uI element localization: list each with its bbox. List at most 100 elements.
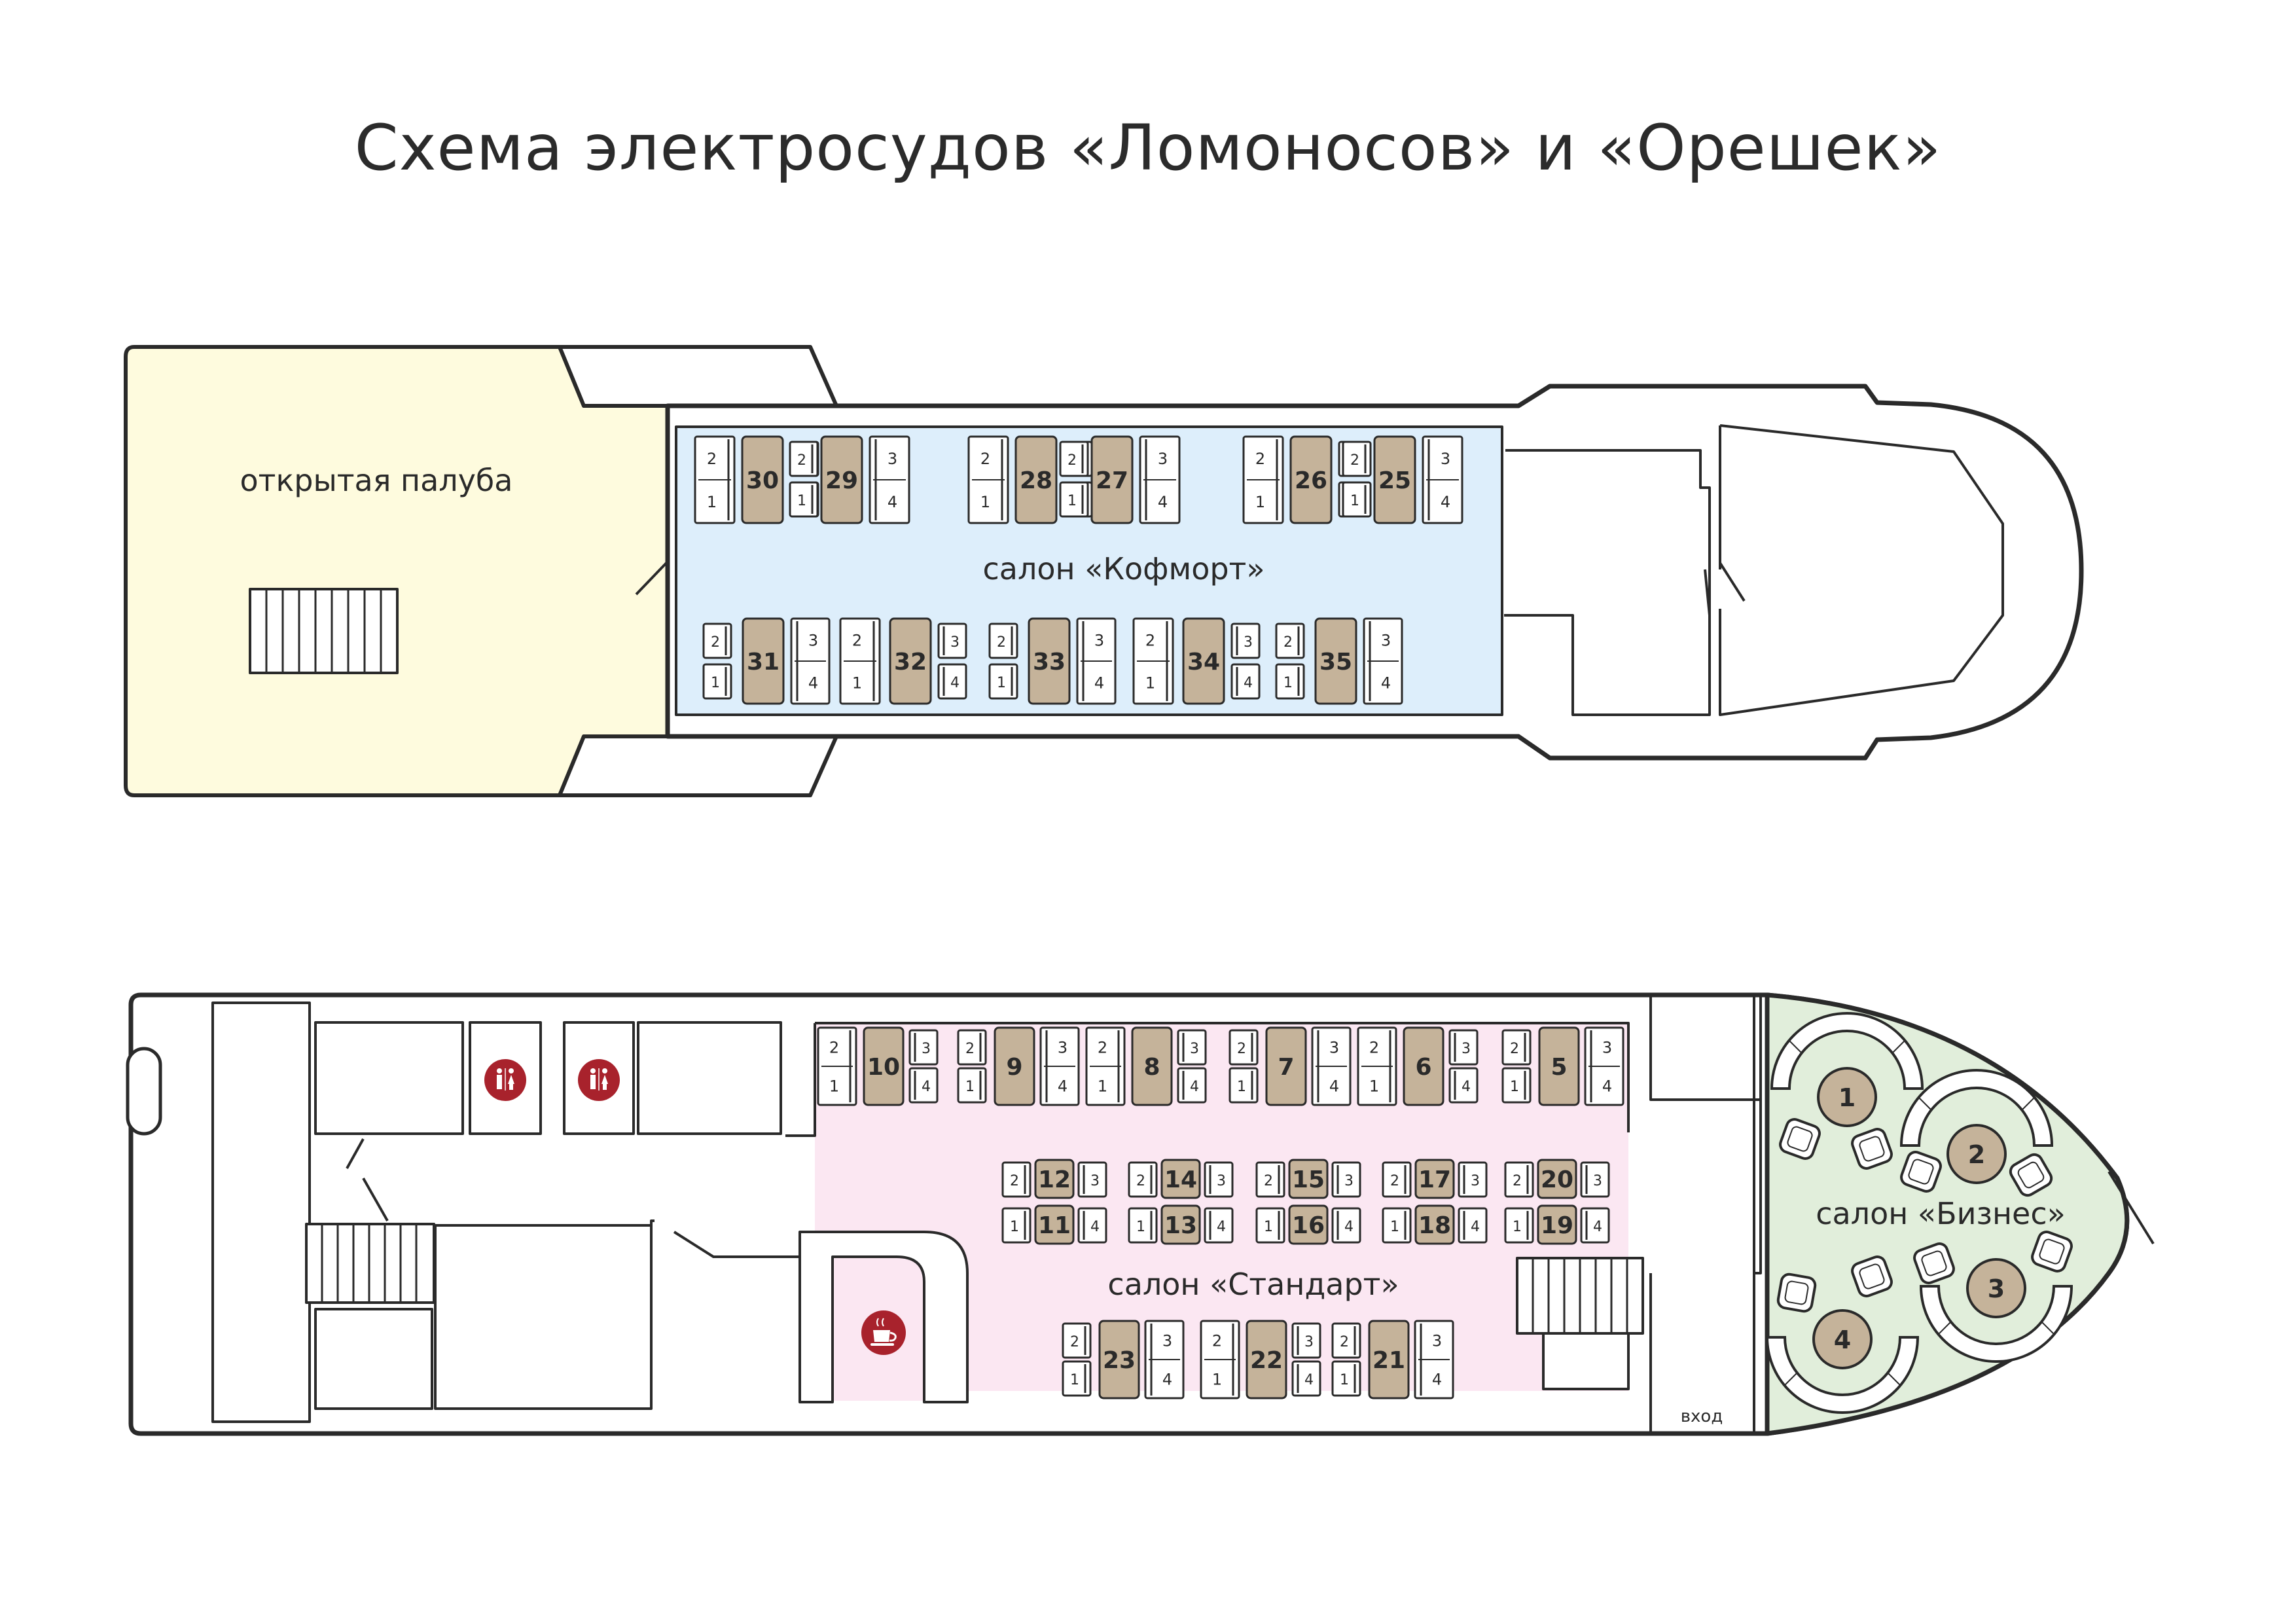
seat-pair[interactable]: 21 [1357, 1026, 1397, 1106]
seat[interactable]: 2 [1342, 441, 1372, 477]
seat[interactable]: 1 [988, 663, 1018, 700]
seat[interactable]: 3 [1580, 1161, 1610, 1198]
seat[interactable]: 2 [702, 623, 732, 659]
seat-pair[interactable]: 21 [694, 435, 736, 524]
seat-pair[interactable]: 21 [1200, 1320, 1240, 1399]
table[interactable]: 32 [889, 617, 932, 705]
table[interactable]: 21 [1368, 1320, 1410, 1399]
seat[interactable]: 2 [1504, 1161, 1534, 1198]
seat-pair[interactable]: 34 [1311, 1026, 1352, 1106]
seat[interactable]: 2 [1255, 1161, 1285, 1198]
seat[interactable]: 1 [1128, 1207, 1158, 1244]
table[interactable]: 10 [863, 1026, 905, 1106]
armchair[interactable] [2007, 1151, 2054, 1198]
table[interactable]: 3 [1966, 1258, 2026, 1318]
seat[interactable]: 2 [1382, 1161, 1412, 1198]
seat-pair[interactable]: 21 [967, 435, 1009, 524]
table[interactable]: 23 [1098, 1320, 1140, 1399]
seat[interactable]: 1 [1229, 1067, 1259, 1104]
seat[interactable]: 2 [1059, 441, 1089, 477]
seat[interactable]: 2 [988, 623, 1018, 659]
table[interactable]: 6 [1403, 1026, 1444, 1106]
seat[interactable]: 4 [1458, 1207, 1488, 1244]
seat-pair[interactable]: 34 [1363, 617, 1403, 705]
table[interactable]: 22 [1246, 1320, 1287, 1399]
seat-pair[interactable]: 34 [1422, 435, 1463, 524]
seat[interactable]: 4 [937, 663, 967, 700]
seat[interactable]: 1 [1331, 1360, 1361, 1397]
sofa[interactable] [1919, 1285, 2073, 1363]
table[interactable]: 35 [1314, 617, 1357, 705]
seat[interactable]: 3 [1291, 1322, 1321, 1359]
armchair[interactable] [1850, 1255, 1894, 1299]
table[interactable]: 5 [1538, 1026, 1580, 1106]
sofa[interactable] [1765, 1336, 1920, 1414]
seat[interactable]: 4 [1580, 1207, 1610, 1244]
seat[interactable]: 2 [1128, 1161, 1158, 1198]
seat-pair[interactable]: 34 [1076, 617, 1117, 705]
table[interactable]: 4 [1812, 1309, 1873, 1369]
table[interactable]: 18 [1414, 1204, 1455, 1245]
seat[interactable]: 1 [957, 1067, 987, 1104]
seat[interactable]: 1 [702, 663, 732, 700]
armchair[interactable] [1778, 1117, 1822, 1161]
seat[interactable]: 1 [1059, 481, 1089, 518]
sofa[interactable] [1770, 1012, 1924, 1090]
seat[interactable]: 2 [789, 441, 819, 477]
seat[interactable]: 1 [1382, 1207, 1412, 1244]
seat[interactable]: 3 [1177, 1029, 1207, 1066]
seat-pair[interactable]: 34 [1144, 1320, 1185, 1399]
seat[interactable]: 3 [1448, 1029, 1479, 1066]
seat-pair[interactable]: 21 [1242, 435, 1284, 524]
seat[interactable]: 3 [937, 623, 967, 659]
seat-pair[interactable]: 34 [1414, 1320, 1454, 1399]
seat-pair[interactable]: 34 [1584, 1026, 1624, 1106]
seat[interactable]: 2 [1331, 1322, 1361, 1359]
seat[interactable]: 4 [1077, 1207, 1107, 1244]
seat[interactable]: 1 [1504, 1207, 1534, 1244]
seat[interactable]: 1 [1255, 1207, 1285, 1244]
seat[interactable]: 1 [1501, 1067, 1532, 1104]
table[interactable]: 31 [742, 617, 785, 705]
armchair[interactable] [2030, 1230, 2074, 1274]
seat[interactable]: 4 [1331, 1207, 1361, 1244]
table[interactable]: 30 [741, 435, 784, 524]
table[interactable]: 16 [1288, 1204, 1329, 1245]
seat-pair[interactable]: 34 [869, 435, 910, 524]
armchair[interactable] [1776, 1272, 1817, 1313]
seat[interactable]: 3 [908, 1029, 939, 1066]
table[interactable]: 15 [1288, 1159, 1329, 1199]
seat-pair[interactable]: 34 [1039, 1026, 1080, 1106]
table[interactable]: 8 [1131, 1026, 1173, 1106]
seat[interactable]: 1 [1342, 481, 1372, 518]
seat[interactable]: 2 [1275, 623, 1305, 659]
seat[interactable]: 2 [1062, 1322, 1092, 1359]
table[interactable]: 34 [1182, 617, 1225, 705]
table[interactable]: 27 [1090, 435, 1134, 524]
armchair[interactable] [1899, 1150, 1943, 1194]
table[interactable]: 9 [994, 1026, 1035, 1106]
table[interactable]: 1 [1817, 1067, 1877, 1127]
seat[interactable]: 1 [1275, 663, 1305, 700]
table[interactable]: 11 [1034, 1204, 1075, 1245]
seat[interactable]: 1 [789, 481, 819, 518]
table[interactable]: 26 [1289, 435, 1333, 524]
table[interactable]: 7 [1265, 1026, 1307, 1106]
seat[interactable]: 4 [908, 1067, 939, 1104]
seat[interactable]: 1 [1001, 1207, 1031, 1244]
seat[interactable]: 3 [1458, 1161, 1488, 1198]
table[interactable]: 14 [1160, 1159, 1201, 1199]
seat[interactable]: 2 [1001, 1161, 1031, 1198]
seat[interactable]: 4 [1177, 1067, 1207, 1104]
seat[interactable]: 2 [1229, 1029, 1259, 1066]
seat[interactable]: 3 [1077, 1161, 1107, 1198]
seat[interactable]: 4 [1448, 1067, 1479, 1104]
table[interactable]: 29 [820, 435, 863, 524]
table[interactable]: 28 [1014, 435, 1058, 524]
table[interactable]: 13 [1160, 1204, 1201, 1245]
seat-pair[interactable]: 21 [817, 1026, 857, 1106]
seat[interactable]: 3 [1204, 1161, 1234, 1198]
seat[interactable]: 2 [957, 1029, 987, 1066]
seat-pair[interactable]: 21 [1132, 617, 1174, 705]
sofa[interactable] [1899, 1069, 2054, 1147]
